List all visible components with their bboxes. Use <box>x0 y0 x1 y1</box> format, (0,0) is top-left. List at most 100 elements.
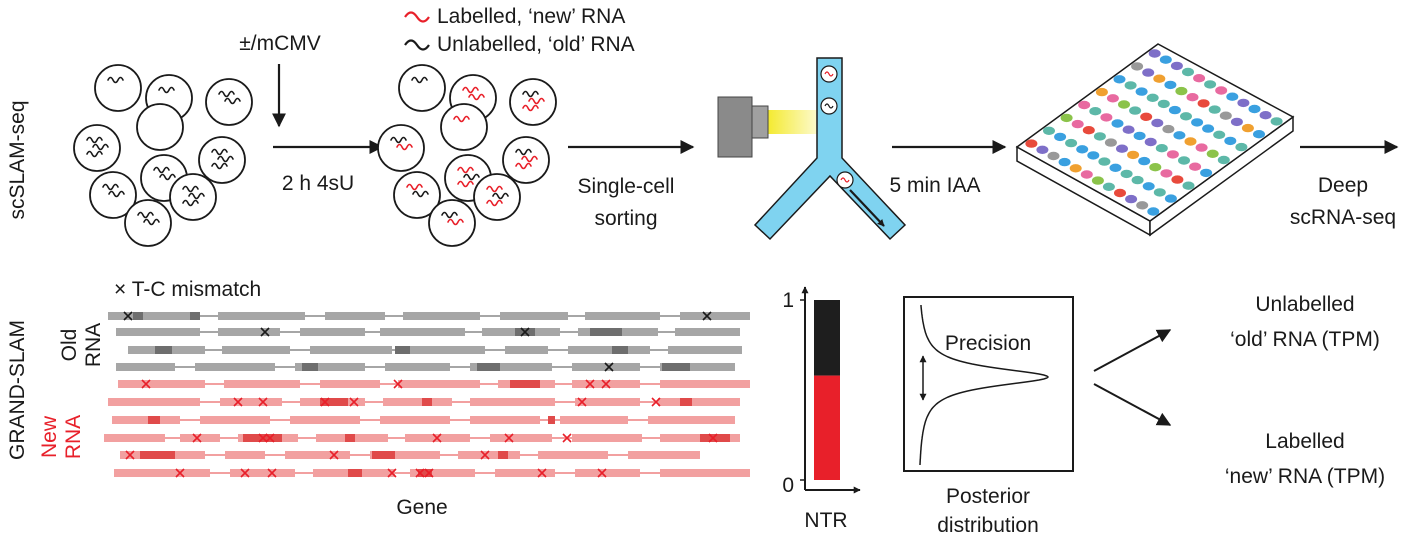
flow-channel <box>753 57 907 241</box>
read-exon <box>104 434 165 442</box>
read-exon <box>218 328 280 336</box>
cell <box>169 173 217 221</box>
well <box>1224 136 1237 146</box>
posterior-label-line2: distribution <box>937 514 1039 537</box>
new-rna-label-line1: New <box>38 415 61 458</box>
well <box>1080 170 1093 179</box>
new-rna-label-line2: RNA <box>62 415 85 459</box>
well <box>1136 201 1149 210</box>
rna-squiggle <box>447 218 464 226</box>
read-exon <box>114 469 210 477</box>
read-overlap <box>590 328 622 336</box>
read-overlap <box>133 312 143 320</box>
well <box>1065 138 1078 148</box>
read-exon <box>575 469 640 477</box>
ntr-tick-label-0: 0 <box>782 474 794 497</box>
ntr-new-fraction <box>814 375 840 480</box>
tc-mismatch-mark <box>480 450 490 460</box>
rna-squiggle <box>188 192 205 200</box>
read-exon <box>648 416 735 424</box>
well <box>1182 181 1195 190</box>
laser-beam <box>768 110 820 134</box>
ntr-tick-label-1: 1 <box>782 289 794 312</box>
well <box>1146 93 1159 103</box>
cell <box>198 136 246 184</box>
arrow-to-old-output <box>1093 329 1172 372</box>
tc-mismatch-mark <box>258 433 268 443</box>
read-exon <box>505 346 548 354</box>
output-old-line1: Unlabelled <box>1255 293 1354 316</box>
output-new-line2: ‘new’ RNA (TPM) <box>1225 465 1385 488</box>
well <box>1131 175 1144 185</box>
read-exon <box>458 451 520 459</box>
well <box>1122 125 1135 134</box>
legend-new-rna-squiggle <box>404 11 430 23</box>
well <box>1193 74 1206 83</box>
well <box>1109 163 1122 172</box>
well <box>1036 145 1049 154</box>
rna-squiggle <box>463 173 480 181</box>
legend-new-rna: Labelled, ‘new’ RNA <box>437 5 625 28</box>
read-overlap <box>320 398 348 406</box>
well <box>1025 139 1038 148</box>
read-exon <box>116 363 175 371</box>
read-overlap <box>140 451 175 459</box>
tc-mismatch-mark <box>651 397 661 407</box>
read-exon <box>224 380 300 388</box>
arrow-to-new-output <box>1093 383 1172 426</box>
read-exon <box>538 451 608 459</box>
cell <box>502 136 550 184</box>
read-exon <box>680 312 750 320</box>
read-overlap <box>422 398 432 406</box>
well <box>1248 104 1261 114</box>
read-exon <box>660 469 750 477</box>
read-exon <box>572 434 642 442</box>
well <box>1058 157 1071 167</box>
tc-mismatch-mark <box>504 433 514 443</box>
rna-squiggle <box>396 143 413 151</box>
well <box>1076 145 1089 154</box>
read-overlap <box>510 380 540 388</box>
row-label-grand-slam: GRAND-SLAM <box>6 320 29 460</box>
step-sorting-line2: sorting <box>594 207 657 230</box>
rna-squiggle <box>218 90 235 98</box>
rna-squiggle <box>390 136 407 144</box>
rna-squiggle <box>528 97 545 105</box>
read-overlap <box>302 363 318 371</box>
cell <box>73 124 121 172</box>
rna-squiggle <box>92 143 109 151</box>
read-exon <box>383 398 452 406</box>
well <box>1160 169 1173 178</box>
tc-mismatch-mark <box>577 397 587 407</box>
well <box>1135 87 1148 96</box>
well <box>1270 117 1283 126</box>
rna-squiggle <box>159 173 176 181</box>
posterior-frame <box>903 296 1074 472</box>
read-exon <box>118 380 205 388</box>
tc-mismatch-mark <box>537 468 547 478</box>
tc-mismatch-mark <box>415 468 425 478</box>
legend-old-rna: Unlabelled, ‘old’ RNA <box>437 33 635 56</box>
well <box>1186 93 1199 102</box>
rna-squiggle <box>522 104 539 112</box>
read-exon <box>195 363 275 371</box>
tc-mismatch-mark <box>329 450 339 460</box>
well <box>1168 105 1181 115</box>
tc-mismatch-mark <box>175 468 185 478</box>
well <box>1060 113 1073 123</box>
well <box>1153 74 1166 83</box>
labelled-cell-cluster <box>377 64 557 247</box>
rna-squiggle <box>211 148 228 156</box>
well <box>1111 119 1124 128</box>
well <box>1106 94 1119 103</box>
well <box>1127 150 1140 160</box>
read-exon <box>410 346 485 354</box>
read-exon <box>500 312 568 320</box>
read-exon <box>220 398 282 406</box>
tc-mismatch-mark <box>520 327 530 337</box>
read-overlap <box>498 451 508 459</box>
tc-mismatch-mark <box>424 468 434 478</box>
well <box>1118 100 1130 109</box>
read-overlap <box>345 434 355 442</box>
rna-squiggle <box>457 180 474 188</box>
